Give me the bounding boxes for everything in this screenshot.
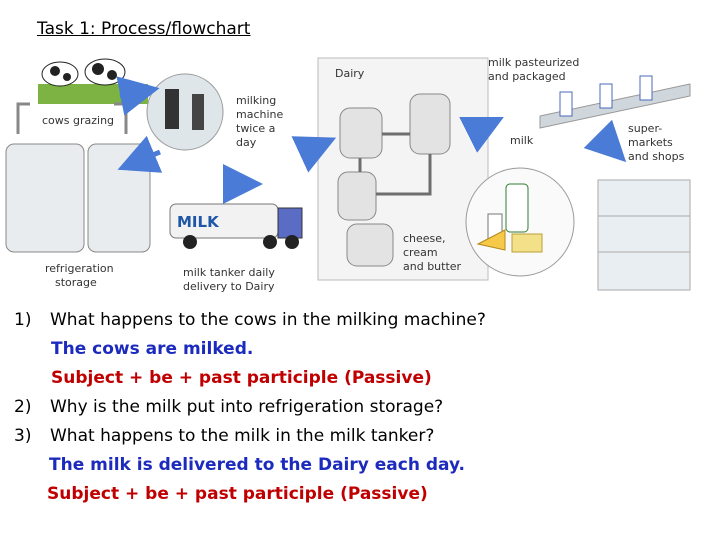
grammar-rule-1: Subject + be + past participle (Passive): [51, 368, 432, 388]
question-list: 1)What happens to the cows in the milkin…: [14, 306, 714, 509]
dairy-illustration: Dairy: [317, 57, 489, 281]
answer-1: The cows are milked.: [51, 339, 254, 359]
process-flowchart: cows grazing milking machine twice a day…: [5, 56, 691, 293]
packaging-illustration: milk pasteurized and packaged milk: [488, 56, 691, 147]
milk-pasteurized-label: milk pasteurized and packaged: [488, 56, 583, 83]
refrigeration-storage-illustration: refrigeration storage: [5, 102, 151, 289]
question-3: 3)What happens to the milk in the milk t…: [14, 426, 435, 446]
refrigeration-storage-label: refrigeration storage: [45, 262, 117, 289]
milk-label: milk: [510, 134, 534, 147]
arrow-icon: [459, 117, 504, 153]
grammar-rule-3: Subject + be + past participle (Passive): [47, 484, 428, 504]
arrow-icon: [583, 119, 627, 163]
milk-tanker-illustration: MILK milk tanker daily delivery to Dairy: [169, 203, 303, 293]
milking-machine-illustration: milking machine twice a day: [146, 73, 287, 151]
milking-machine-label: milking machine twice a day: [236, 94, 287, 149]
supermarkets-label: super- markets and shops: [628, 122, 685, 163]
supermarkets-illustration: super- markets and shops: [597, 122, 691, 291]
dairy-label: Dairy: [335, 67, 365, 80]
dairy-products-illustration: cheese, cream and butter: [403, 167, 575, 277]
arrow-icon: [116, 76, 160, 116]
milk-tanker-label: milk tanker daily delivery to Dairy: [183, 266, 278, 293]
page-title: Task 1: Process/flowchart: [37, 19, 251, 39]
arrow-icon: [117, 135, 163, 173]
cows-grazing-label: cows grazing: [42, 114, 114, 127]
flow-arrows: [116, 76, 627, 204]
truck-milk-text: MILK: [177, 213, 220, 231]
answer-3: The milk is delivered to the Dairy each …: [49, 455, 465, 475]
question-2: 2)Why is the milk put into refrigeration…: [14, 397, 444, 417]
cheese-cream-butter-label: cheese, cream and butter: [403, 232, 462, 273]
arrow-icon: [291, 136, 337, 173]
question-1: 1)What happens to the cows in the milkin…: [14, 310, 486, 330]
